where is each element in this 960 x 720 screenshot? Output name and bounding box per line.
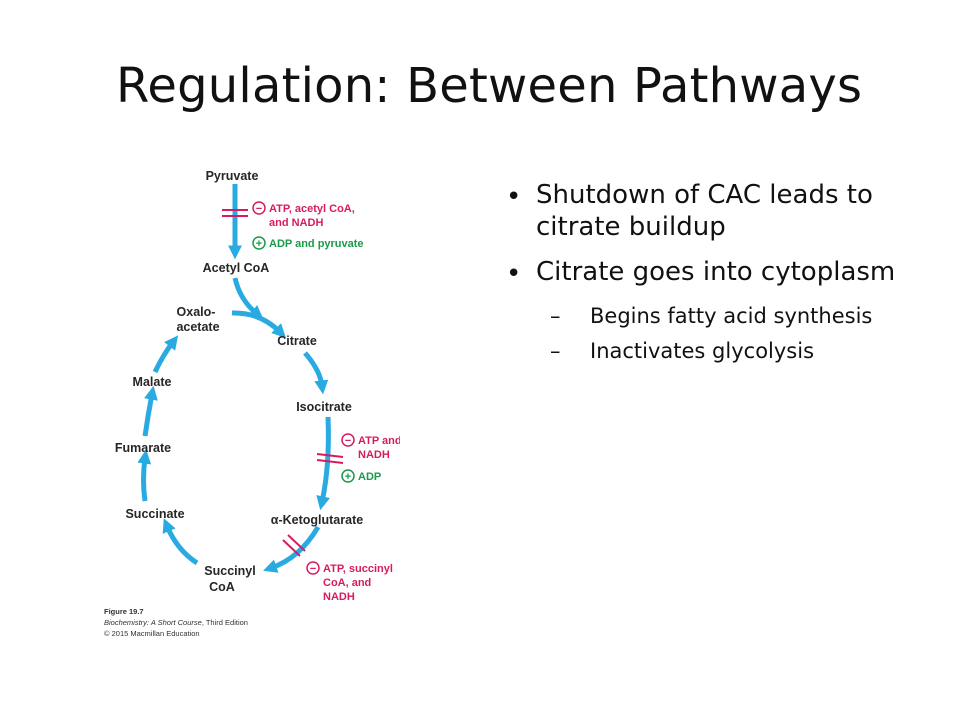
sub-bullet-item: – Begins fatty acid synthesis [550,303,946,330]
sub-bullet-text: Inactivates glycolysis [590,339,815,364]
arrow-isocitrate-to-ketoglutarate [316,416,331,511]
node-malate: Malate [133,375,172,389]
inhibitor-minus-icon [306,561,320,575]
figure-source: Biochemistry: A Short Course, Third Edit… [104,618,248,627]
sub-bullet-symbol: – [550,339,561,364]
figure-number: Figure 19.7 [104,607,144,616]
figure-copyright: © 2015 Macmillan Education [104,629,200,638]
kgdh-inhibitors-line3: NADH [323,591,355,603]
node-pyruvate: Pyruvate [206,169,259,183]
pdh-activators: ADP and pyruvate [269,238,364,250]
node-isocitrate: Isocitrate [296,400,352,414]
bullet-item: • Citrate goes into cytoplasm [506,257,946,289]
minus-sign: − [256,203,262,215]
idh-activators: ADP [358,471,381,483]
inhibitor-minus-icon [341,433,355,447]
kgdh-inhibitors-line1: ATP, succinyl [323,563,393,575]
activator-plus-icon [341,469,355,483]
node-fumarate: Fumarate [115,441,171,455]
arrow-fumarate-to-malate [142,385,158,437]
plus-sign: + [345,471,351,483]
idh-regulation-bars [316,453,344,464]
bullet-symbol: • [506,182,522,212]
sub-bullet-symbol: – [550,304,561,329]
minus-sign: − [310,563,316,575]
pdh-regulation-bars [222,209,248,217]
arrow-oxaloacetate-to-citrate [231,310,286,338]
node-citrate: Citrate [277,334,317,348]
inhibitor-minus-icon [252,201,266,215]
node-oxaloacetate-line1: Oxalo- [177,305,216,319]
node-alpha-ketoglutarate: α-Ketoglutarate [271,513,363,527]
arrow-malate-to-oxaloacetate [152,335,179,374]
node-acetyl-coa: Acetyl CoA [203,261,270,275]
arrow-acetylcoa-to-citrate [232,277,264,320]
sub-bullet-item: – Inactivates glycolysis [550,338,946,365]
pdh-inhibitors-line2: and NADH [269,217,323,229]
idh-inhibitors-line2: NADH [358,449,390,461]
pdh-inhibitors-line1: ATP, acetyl CoA, [269,203,355,215]
idh-inhibitors-line1: ATP and [358,435,400,447]
arrow-succinate-to-fumarate [137,449,152,502]
sub-bullet-text: Begins fatty acid synthesis [590,304,873,329]
minus-sign: − [345,435,351,447]
node-succinyl-coa-line1: Succinyl [204,564,255,578]
bullet-item: • Shutdown of CAC leads to citrate build… [506,180,946,243]
kgdh-regulation-bars [282,534,306,557]
kgdh-inhibitors-line2: CoA, and [323,577,371,589]
plus-sign: + [256,238,262,250]
bullet-list: • Shutdown of CAC leads to citrate build… [506,180,946,372]
bullet-symbol: • [506,259,522,290]
arrow-citrate-to-isocitrate [303,351,329,395]
node-succinate: Succinate [125,507,184,521]
node-succinyl-coa-line2: CoA [209,580,235,594]
node-oxaloacetate-line2: acetate [176,320,219,334]
bullet-text: Citrate goes into cytoplasm [536,257,896,288]
bullet-text: Shutdown of CAC leads to citrate buildup [536,180,873,242]
activator-plus-icon [252,236,266,250]
slide-title: Regulation: Between Pathways [116,58,863,114]
cac-regulation-diagram: Pyruvate Acetyl CoA Oxalo- acetate Citra… [104,169,400,638]
arrow-succinylcoa-to-succinate [162,518,199,566]
